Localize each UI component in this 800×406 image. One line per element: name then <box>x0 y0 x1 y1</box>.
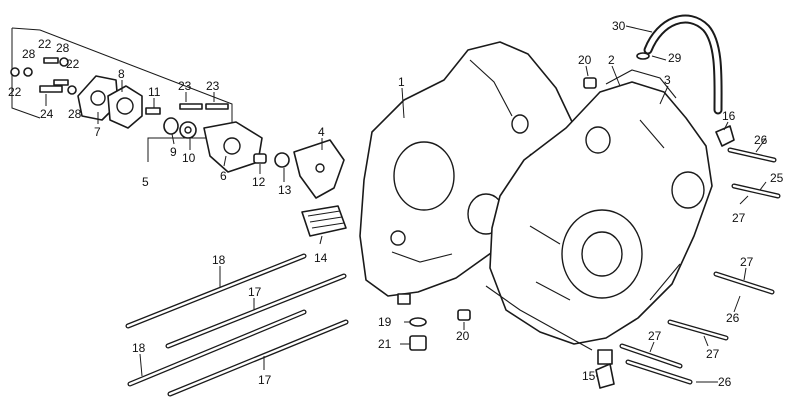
collar-12 <box>253 153 267 164</box>
oil-pump-group-bracket <box>11 27 233 162</box>
callout-17b: 17 <box>258 373 272 387</box>
callout-26a: 26 <box>754 133 768 147</box>
breather-tube <box>636 14 723 115</box>
callout-4: 4 <box>318 125 325 139</box>
callout-27a: 27 <box>732 211 746 225</box>
callout-1: 1 <box>398 75 405 89</box>
dowel-23b <box>205 103 229 110</box>
callout-19: 19 <box>378 315 392 329</box>
callout-28b: 28 <box>56 41 70 55</box>
bracket-15 <box>595 363 615 389</box>
callout-17a: 17 <box>248 285 262 299</box>
oil-strainer-screen <box>301 205 347 237</box>
tube-clip-29 <box>636 52 650 60</box>
callout-18b: 18 <box>132 341 146 355</box>
callout-22b: 22 <box>66 57 80 71</box>
callout-27d: 27 <box>648 329 662 343</box>
callout-22a: 22 <box>38 37 52 51</box>
callout-7: 7 <box>94 125 101 139</box>
callout-24: 24 <box>40 107 54 121</box>
bolt-22c <box>53 79 69 86</box>
gasket-and-dowels <box>457 69 677 321</box>
washer-22a <box>10 67 20 77</box>
callout-26c: 26 <box>718 375 732 389</box>
bolt-24 <box>39 85 63 93</box>
callout-20a: 20 <box>578 53 592 67</box>
washer-28b <box>59 57 69 67</box>
callout-21: 21 <box>378 337 392 351</box>
seal-13 <box>274 152 290 168</box>
callout-16: 16 <box>722 109 736 123</box>
stud-bolts <box>125 253 349 397</box>
callout-2: 2 <box>608 53 615 67</box>
callout-23a: 23 <box>178 79 192 93</box>
callout-22c: 22 <box>8 85 22 99</box>
dowel-pin-20a <box>583 77 597 89</box>
washer-19 <box>409 317 427 327</box>
drain-bolt-21 <box>409 335 427 351</box>
callout-15: 15 <box>582 369 596 383</box>
callout-28c: 28 <box>68 107 82 121</box>
callout-29: 29 <box>668 51 682 65</box>
left-crankcase-half <box>359 41 575 305</box>
callout-23b: 23 <box>206 79 220 93</box>
callout-10: 10 <box>182 151 196 165</box>
callout-13: 13 <box>278 183 292 197</box>
callout-27c: 27 <box>706 347 720 361</box>
bolt-22b <box>43 57 59 64</box>
callout-12: 12 <box>252 175 266 189</box>
callout-30: 30 <box>612 19 626 33</box>
washer-28c <box>67 85 77 95</box>
drain-bolt <box>409 317 427 351</box>
callout-14: 14 <box>314 251 328 265</box>
dowel-pin-20b <box>457 309 471 321</box>
callout-5: 5 <box>142 175 149 189</box>
callout-3: 3 <box>664 73 671 87</box>
pin-11 <box>145 107 161 115</box>
washer-28a <box>23 67 33 77</box>
callout-11: 11 <box>148 85 161 99</box>
dowel-23a <box>179 103 203 110</box>
callout-26b: 26 <box>726 311 740 325</box>
callout-9: 9 <box>170 145 177 159</box>
rotor-9 <box>163 117 179 135</box>
callout-27b: 27 <box>740 255 754 269</box>
case-bolts <box>619 147 781 385</box>
leader-lines <box>45 25 767 383</box>
callout-6: 6 <box>220 169 227 183</box>
callout-20b: 20 <box>456 329 470 343</box>
callout-25: 25 <box>770 171 784 185</box>
callout-28a: 28 <box>22 47 36 61</box>
small-hardware <box>10 57 345 199</box>
callout-labels: 1 2 3 4 5 6 7 8 9 10 11 12 13 14 15 16 1… <box>8 19 784 389</box>
right-crankcase-half <box>485 81 713 365</box>
callout-18a: 18 <box>212 253 226 267</box>
callout-8: 8 <box>118 67 125 81</box>
